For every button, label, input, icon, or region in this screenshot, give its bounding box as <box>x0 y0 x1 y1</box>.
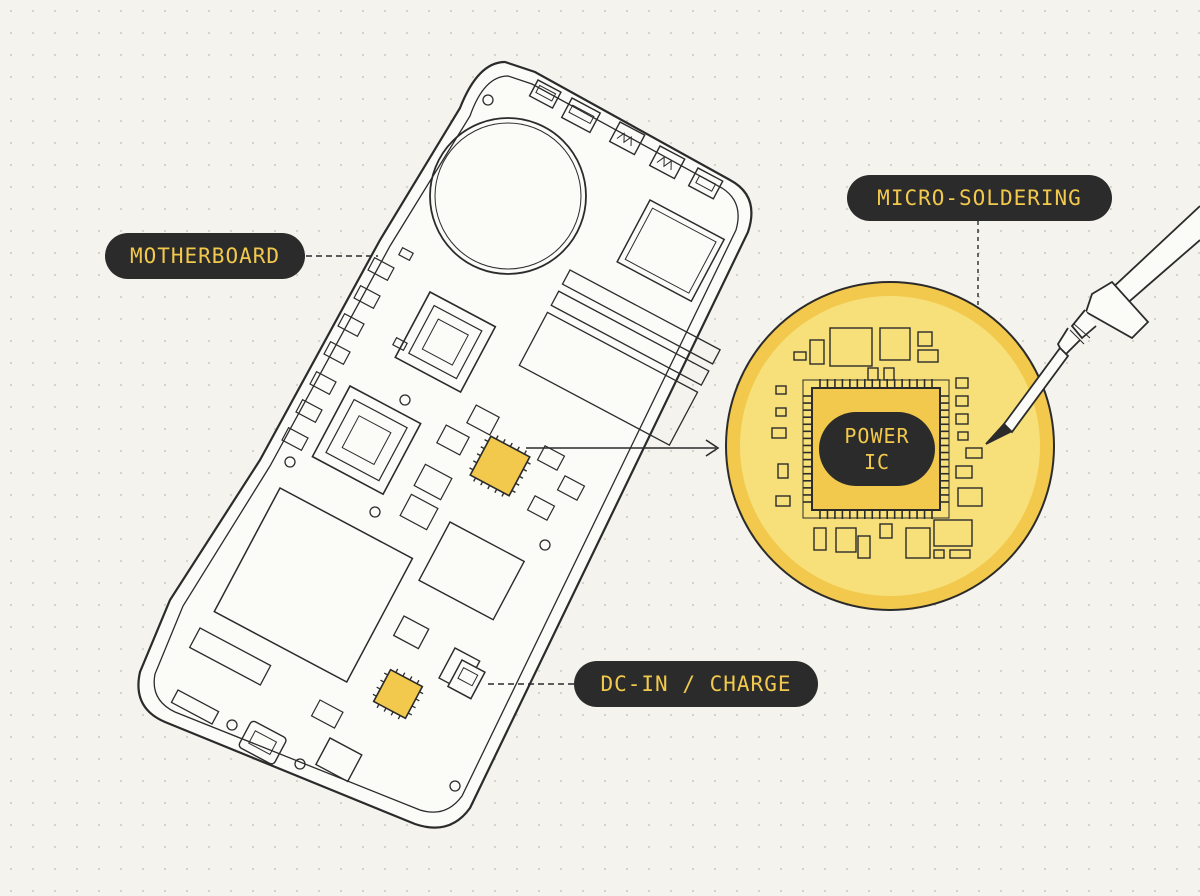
power-ic-label: POWER IC <box>819 412 935 486</box>
motherboard-board <box>137 60 753 829</box>
power-ic-chip <box>469 435 531 497</box>
power-ic-label-line1: POWER <box>844 424 910 448</box>
connector-icon <box>528 79 562 110</box>
dc-in-connector <box>446 658 486 700</box>
micro-soldering-label: MICRO-SOLDERING <box>847 175 1112 221</box>
motherboard-label: MOTHERBOARD <box>105 233 305 279</box>
charge-ic-chip <box>372 668 424 720</box>
connector-icon <box>238 720 287 765</box>
dc-in-charge-label: DC-IN / CHARGE <box>574 661 818 707</box>
soldering-iron-icon <box>985 205 1200 445</box>
chip-icon <box>394 290 497 394</box>
power-ic-label-line2: IC <box>863 450 891 474</box>
